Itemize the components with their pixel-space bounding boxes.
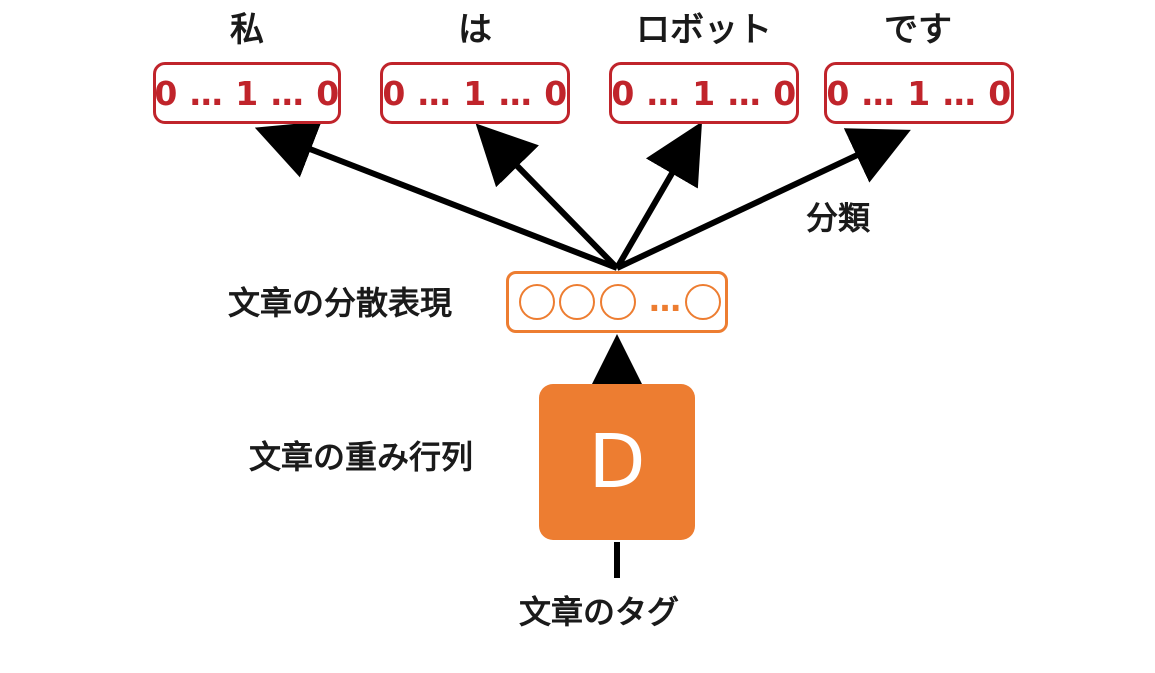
classification-label: 分類 [806,199,871,237]
onehot-box-desu: 0 … 1 … 0 [824,62,1014,124]
vector-ellipsis: … [649,281,681,319]
arrow-to-wa [475,123,620,271]
onehot-box-watashi: 0 … 1 … 0 [153,62,341,124]
onehot-value: 0 … 1 … 0 [382,73,568,113]
matrix-letter: D [588,419,646,505]
arrow-to-desu [615,128,911,271]
vector-unit-2 [559,284,595,320]
doc-matrix-label: 文章の重み行列 [249,438,474,476]
onehot-value: 0 … 1 … 0 [611,73,797,113]
onehot-box-robot: 0 … 1 … 0 [609,62,799,124]
word-label-desu: です [884,10,952,50]
arrow-to-watashi [254,121,619,271]
onehot-value: 0 … 1 … 0 [826,73,1012,113]
word-label-robot: ロボット [636,10,772,50]
vector-unit-last [685,284,721,320]
doc-matrix-block: D [539,384,695,540]
word-label-watashi: 私 [230,10,264,50]
vector-unit-1 [519,284,555,320]
word-label-wa: は [458,10,492,50]
onehot-box-wa: 0 … 1 … 0 [380,62,570,124]
onehot-value: 0 … 1 … 0 [154,73,340,113]
doc-vector-box: … [506,271,728,333]
doc-vector-label: 文章の分散表現 [228,284,453,322]
arrow-to-robot [614,121,703,270]
vector-unit-3 [600,284,636,320]
doc-tag-label: 文章のタグ [519,593,680,631]
